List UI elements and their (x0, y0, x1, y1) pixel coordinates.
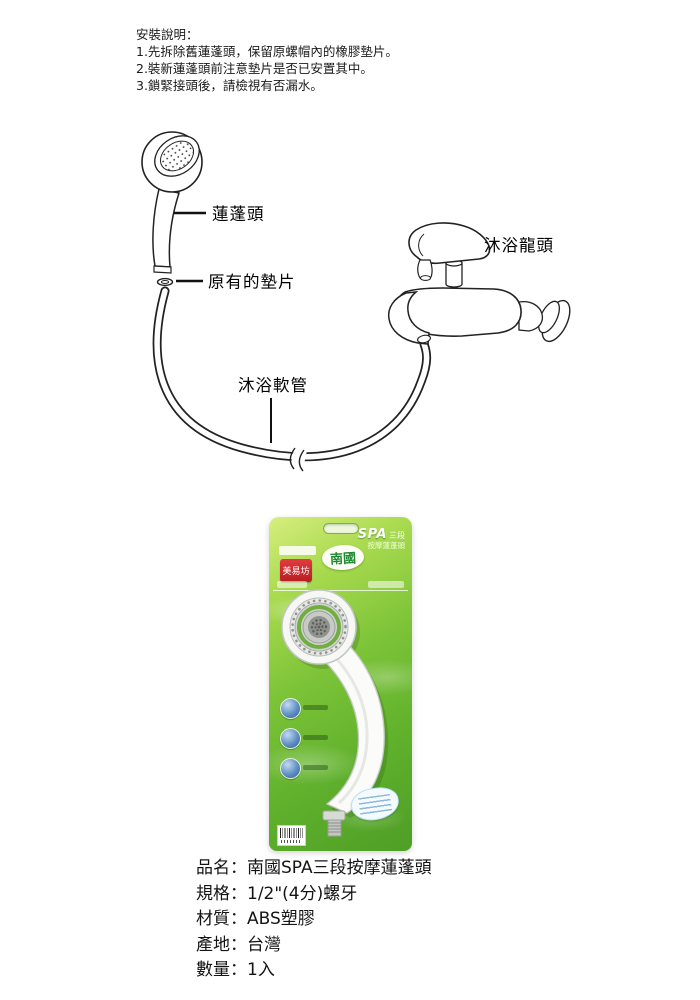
spec-quantity: 數量：1入 (196, 960, 275, 980)
installation-diagram: 蓮蓬頭 原有的墊片 沐浴龍頭 沐浴軟管 (141, 131, 571, 472)
series-name: SPA (357, 527, 387, 542)
spray-mode-icon-2 (280, 728, 301, 749)
package-shower-head-image (281, 589, 389, 837)
installation-instructions: 安裝說明： 1.先拆除舊蓮蓬頭，保留原螺帽內的橡膠墊片。 2.裝新蓮蓬頭前注意墊… (136, 26, 398, 94)
label-bath-faucet: 沐浴龍頭 (484, 236, 554, 255)
spray-mode-caption-3 (303, 765, 328, 770)
barcode-numbers (281, 840, 302, 843)
faucet-cartridge (445, 262, 463, 288)
spray-mode-caption-2 (303, 735, 328, 740)
spec-origin: 產地：台灣 (196, 934, 281, 955)
feature-tag-left (277, 581, 307, 588)
package-header-band (279, 546, 316, 555)
barcode (277, 825, 306, 846)
wall-pipe (518, 300, 544, 332)
barcode-bars (280, 828, 303, 838)
product-handle (314, 640, 385, 814)
sticker-text-lines (358, 793, 393, 816)
maker-logo: 美易坊 (280, 559, 312, 582)
spray-mode-icon-1 (280, 698, 301, 719)
product-specs: 品名：南國SPA三段按摩蓮蓬頭 規格：1/2"(4分)螺牙 材質：ABS塑膠 產… (196, 856, 432, 984)
diagram-faucet (387, 222, 571, 345)
hang-slot (322, 523, 359, 534)
instruction-step-1: 1.先拆除舊蓮蓬頭，保留原螺帽內的橡膠墊片。 (136, 44, 398, 59)
hose-break-gap (289, 446, 308, 472)
label-original-gasket: 原有的墊片 (208, 273, 296, 292)
diagram-gasket (156, 277, 174, 287)
spray-mode-caption-1 (303, 705, 328, 710)
diagram-shower-hose (152, 286, 432, 472)
instructions-title: 安裝說明： (136, 27, 199, 42)
series-product-line: 按摩蓮蓬頭 (367, 541, 406, 551)
product-connector (322, 810, 346, 837)
product-head-face (281, 589, 357, 665)
feature-tag-right (368, 581, 404, 588)
spec-size: 規格：1/2"(4分)螺牙 (196, 883, 358, 904)
diagram-handle (152, 188, 180, 268)
instruction-step-3: 3.鎖緊接頭後，請檢視有否漏水。 (136, 78, 323, 93)
spec-name: 品名：南國SPA三段按摩蓮蓬頭 (196, 858, 432, 878)
label-shower-hose: 沐浴軟管 (238, 376, 308, 395)
series-grade: 三段 (389, 531, 405, 540)
header-divider (273, 590, 408, 591)
faucet-lever (408, 222, 491, 265)
label-shower-head: 蓮蓬頭 (212, 205, 265, 224)
spec-material: 材質：ABS塑膠 (196, 909, 315, 929)
spray-mode-icon-3 (280, 758, 301, 779)
diagram-shower-head (141, 131, 203, 274)
instruction-step-2: 2.裝新蓮蓬頭前注意墊片是否已安置其中。 (136, 61, 373, 76)
